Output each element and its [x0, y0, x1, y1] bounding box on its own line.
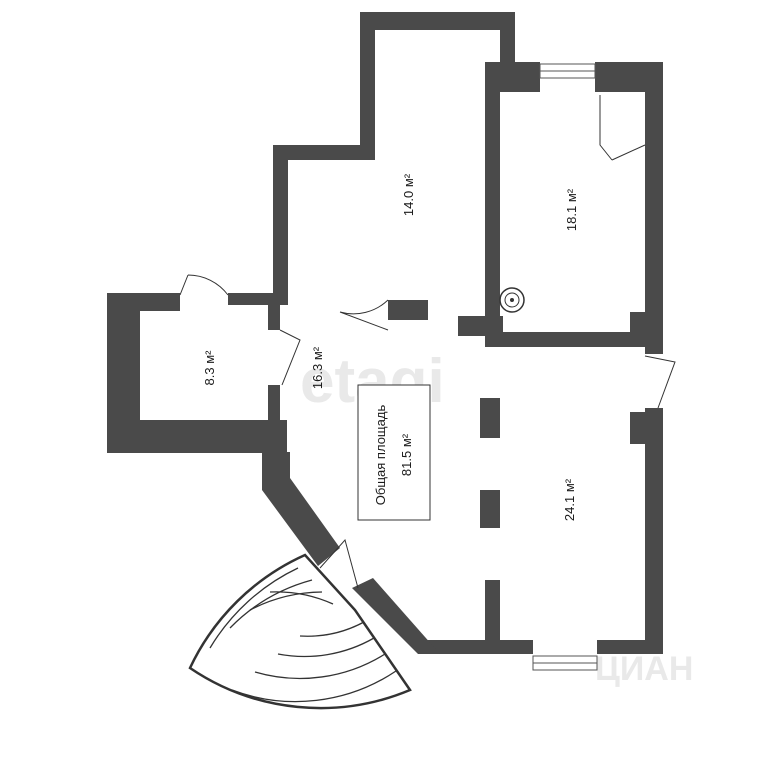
- room-right-bottom-area: 24.1 м²: [562, 478, 577, 521]
- sink-icon: [499, 287, 525, 313]
- total-area-label: Общая площадь: [373, 405, 388, 506]
- total-area-box: [357, 384, 431, 521]
- stairs: [188, 553, 412, 710]
- total-area-value: 81.5 м²: [399, 433, 414, 476]
- room-left-area: 8.3 м²: [202, 350, 217, 386]
- walls: [107, 12, 663, 654]
- room-right-top-area: 18.1 м²: [564, 188, 579, 231]
- windows: [532, 63, 598, 671]
- room-hall-area: 16.3 м²: [310, 346, 325, 389]
- cian-watermark: ЦИАН: [595, 650, 693, 688]
- doors: [179, 95, 676, 589]
- room-top-area: 14.0 м²: [401, 173, 416, 216]
